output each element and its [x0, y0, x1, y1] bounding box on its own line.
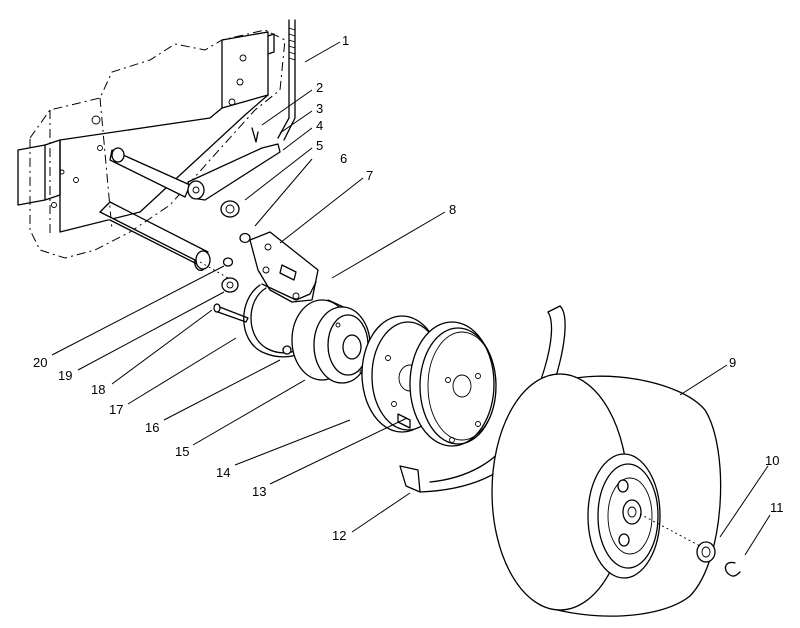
callout-2: 2: [316, 80, 323, 95]
callout-13: 13: [252, 484, 266, 499]
callout-17: 17: [109, 402, 123, 417]
callout-labels: 1 2 3 4 5 6 7 8 9 10 11 12 13 14 15 16 1…: [33, 33, 784, 543]
callout-7: 7: [366, 168, 373, 183]
axle-tube: [99, 201, 236, 283]
callout-8: 8: [449, 202, 456, 217]
callout-1: 1: [342, 33, 349, 48]
e-clip-11: [724, 561, 741, 577]
leader-lines: [51, 41, 771, 556]
callout-5: 5: [316, 138, 323, 153]
frame-bracket: [17, 31, 275, 233]
washer-10: [696, 541, 716, 563]
bolt-18: [213, 303, 249, 323]
callout-9: 9: [729, 355, 736, 370]
callout-12: 12: [332, 528, 346, 543]
washer-19: [221, 277, 239, 293]
callout-14: 14: [216, 465, 230, 480]
cotter-pin: [251, 127, 259, 143]
washer-bushing-5: [220, 200, 240, 218]
callout-19: 19: [58, 368, 72, 383]
brake-drum: [291, 299, 371, 384]
tire-wheel: [491, 373, 722, 617]
washer-6: [239, 232, 251, 244]
callout-18: 18: [91, 382, 105, 397]
brake-rod: [277, 19, 296, 141]
drive-pulley: [409, 321, 497, 447]
callout-15: 15: [175, 444, 189, 459]
callout-4: 4: [316, 118, 323, 133]
callout-10: 10: [765, 453, 779, 468]
nut-20: [222, 257, 234, 267]
callout-20: 20: [33, 355, 47, 370]
callout-6: 6: [340, 151, 347, 166]
callout-3: 3: [316, 101, 323, 116]
brake-lever: [187, 143, 281, 201]
callout-11: 11: [770, 500, 784, 515]
brake-mount-bracket: [249, 231, 319, 303]
frame-outline: [29, 29, 286, 259]
pivot-pin: [109, 147, 191, 198]
callout-16: 16: [145, 420, 159, 435]
